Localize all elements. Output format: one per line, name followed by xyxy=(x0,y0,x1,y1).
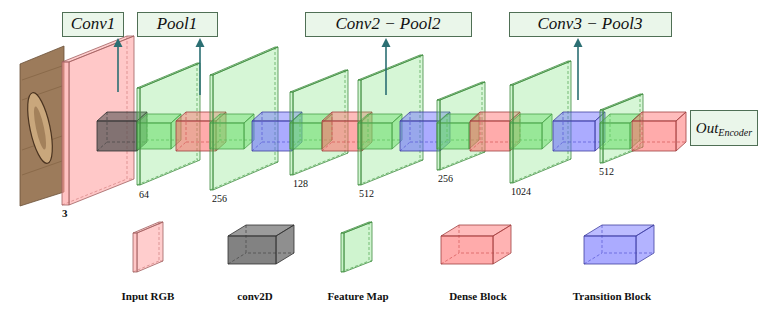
seed-shape xyxy=(23,91,58,166)
layer-label: Conv3 − Pool3 xyxy=(538,15,643,34)
legend-swatch xyxy=(441,225,511,264)
tap-line xyxy=(385,46,387,95)
arrow-head xyxy=(574,38,583,47)
arrow-head xyxy=(196,38,205,47)
tap-line xyxy=(199,46,201,95)
arrow-head xyxy=(114,38,123,47)
tap-line xyxy=(117,46,119,92)
front-face xyxy=(252,121,292,151)
channel-count: 512 xyxy=(599,167,614,177)
front-face xyxy=(400,121,440,151)
legend-label: Feature Map xyxy=(327,290,388,302)
side-face xyxy=(137,222,163,272)
layer-label: Conv1 xyxy=(71,15,115,34)
legend-label: Transition Block xyxy=(573,290,651,302)
layer-label-box: Conv3 − Pool3 xyxy=(509,12,672,37)
front-face xyxy=(553,121,595,151)
side-face xyxy=(636,225,654,264)
seed-core xyxy=(32,106,49,151)
channel-count: 512 xyxy=(359,189,374,199)
layer-label-box: Pool1 xyxy=(137,12,218,37)
legend-swatch xyxy=(341,222,372,272)
front-face xyxy=(632,121,676,151)
tap-arrow xyxy=(196,38,205,95)
front-face xyxy=(133,233,137,272)
channel-count: 256 xyxy=(438,174,453,184)
side-face xyxy=(276,225,294,264)
side-face xyxy=(344,222,372,272)
wood-grain xyxy=(22,66,62,80)
photo-ground xyxy=(20,46,64,206)
front-face xyxy=(97,121,137,151)
swatch-shape xyxy=(441,225,511,264)
front-face xyxy=(600,110,603,163)
channel-count: 3 xyxy=(62,208,68,219)
swatch-shape xyxy=(584,225,654,264)
channel-count: 256 xyxy=(212,194,227,204)
channel-count: 128 xyxy=(293,179,308,189)
front-face xyxy=(210,75,213,190)
layer-label: Pool1 xyxy=(157,15,198,34)
legend-label: Input RGB xyxy=(122,290,175,302)
swatch-shape xyxy=(228,225,294,264)
tap-line xyxy=(577,46,579,100)
front-face xyxy=(437,100,440,170)
front-face xyxy=(228,236,276,264)
legend-swatches xyxy=(133,222,654,272)
front-face xyxy=(470,121,510,151)
legend-label: Dense Block xyxy=(449,290,507,302)
arrow-head xyxy=(382,38,391,47)
input-photo xyxy=(20,46,64,206)
front-face xyxy=(62,62,69,205)
layer-label-box: Conv1 xyxy=(62,12,124,37)
tap-arrow xyxy=(574,38,583,100)
front-face xyxy=(510,85,513,183)
front-face xyxy=(584,236,636,264)
layer-label: Conv2 − Pool2 xyxy=(336,15,441,34)
front-face xyxy=(358,80,361,185)
channel-count: 64 xyxy=(139,190,149,200)
layer-label-box: Conv2 − Pool2 xyxy=(305,12,472,37)
legend-swatch xyxy=(133,222,163,272)
front-face xyxy=(441,236,493,264)
front-face xyxy=(341,233,344,272)
front-face xyxy=(137,88,140,185)
wood-grain xyxy=(22,161,62,175)
front-face xyxy=(290,92,293,175)
tap-arrow xyxy=(114,38,123,92)
channel-count: 1024 xyxy=(511,187,531,197)
tap-arrow xyxy=(382,38,391,95)
side-face xyxy=(493,225,511,264)
transition-block xyxy=(553,112,605,151)
encoder-output-box: OutEncoder xyxy=(690,110,758,146)
legend-swatch xyxy=(584,225,654,264)
front-face xyxy=(322,121,362,151)
swatch-shape xyxy=(133,222,163,272)
layer-label: Encoder xyxy=(718,127,752,138)
wood-grain xyxy=(22,86,62,100)
layer-label: Out xyxy=(696,120,719,137)
legend-label: conv2D xyxy=(237,290,272,302)
legend-swatch xyxy=(228,225,294,264)
side-face xyxy=(676,112,686,151)
dense-block xyxy=(632,112,686,151)
swatch-shape xyxy=(341,222,372,272)
